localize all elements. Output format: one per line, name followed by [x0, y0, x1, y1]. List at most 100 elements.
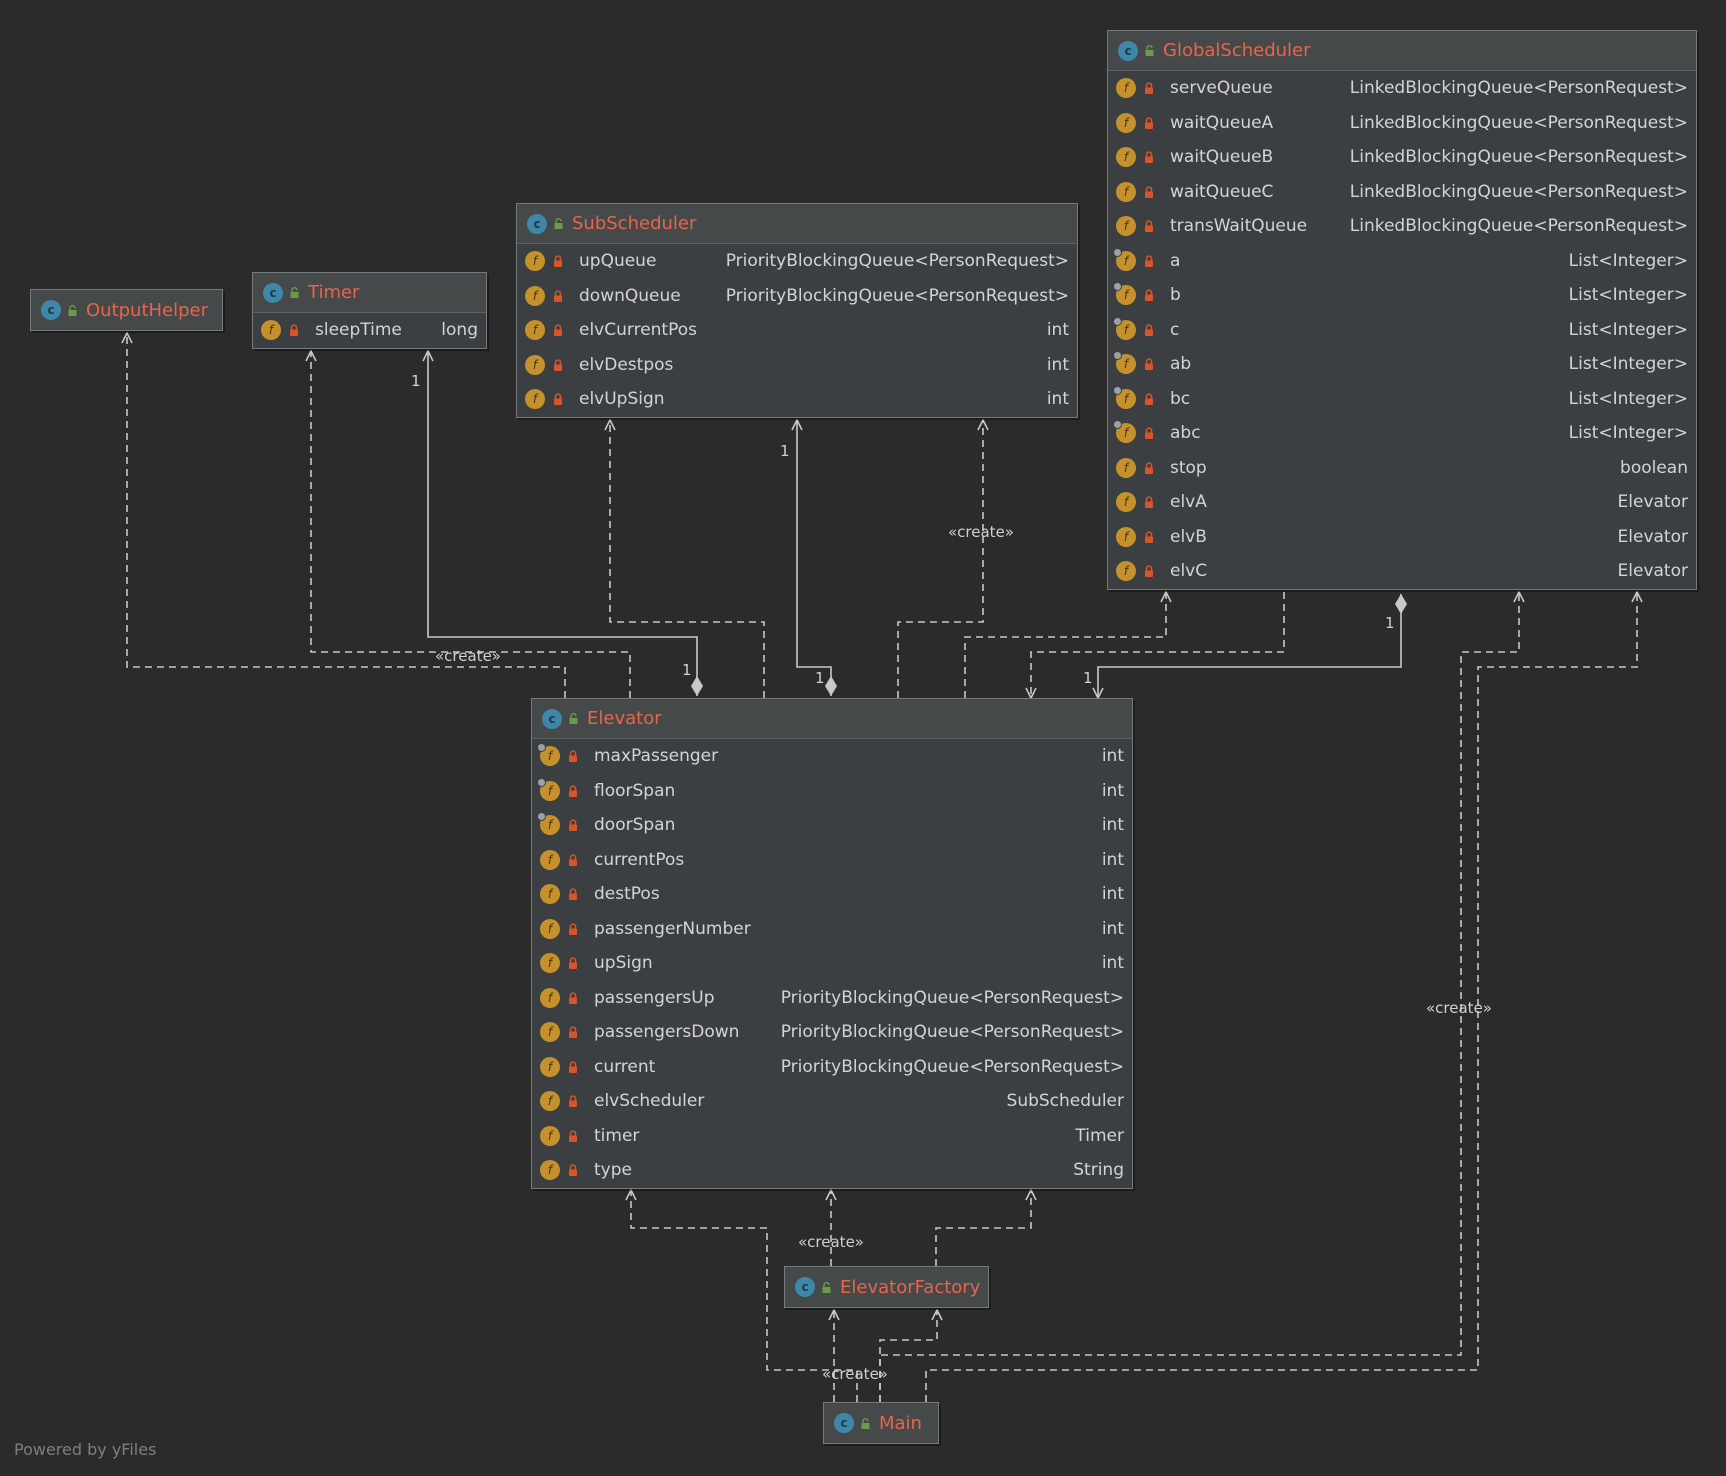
- field-icon-letter: f: [1123, 357, 1129, 372]
- field-type: int: [1046, 389, 1069, 410]
- label-mult-timer: 1: [411, 372, 421, 390]
- class-node-subscheduler[interactable]: c SubScheduler f upQueue PriorityBlockingQue…: [516, 203, 1078, 418]
- private-lock-icon: [1136, 117, 1170, 129]
- field-name: b: [1170, 285, 1181, 306]
- field-icon: f: [1113, 316, 1136, 340]
- field-icon: f: [1116, 492, 1136, 513]
- field-name: elvDestpos: [579, 354, 674, 375]
- field-icon-letter: f: [547, 1094, 553, 1109]
- field-type: LinkedBlockingQueue<PersonRequest>: [1349, 147, 1688, 168]
- field-icon-letter: f: [1123, 288, 1129, 303]
- field-type: List<Integer>: [1568, 285, 1688, 306]
- static-pin-icon: [1113, 420, 1122, 430]
- static-pin-icon: [1113, 385, 1122, 395]
- public-lock-icon: [61, 304, 86, 316]
- field-type: LinkedBlockingQueue<PersonRequest>: [1349, 181, 1688, 202]
- static-pin-icon: [537, 743, 546, 753]
- field-icon: f: [1116, 561, 1136, 582]
- field-icon-letter: f: [532, 357, 538, 372]
- field-name: upQueue: [579, 251, 657, 272]
- public-lock-icon: [854, 1417, 879, 1429]
- class-icon: c: [1118, 40, 1138, 61]
- field-icon-letter: f: [1123, 564, 1129, 579]
- field-icon: f: [540, 987, 560, 1008]
- label-mult-subscheduler: 1: [780, 442, 790, 460]
- class-name: SubScheduler: [572, 213, 697, 234]
- field-icon: f: [1113, 420, 1136, 444]
- private-lock-icon: [545, 393, 579, 406]
- field-icon: f: [1116, 526, 1136, 547]
- field-name: upSign: [594, 953, 653, 974]
- field-icon: f: [525, 251, 545, 272]
- class-icon: c: [527, 213, 547, 234]
- private-lock-icon: [1136, 255, 1170, 267]
- field-type: long: [441, 320, 478, 341]
- private-lock-icon: [1136, 427, 1170, 440]
- label-create-globalscheduler: «create»: [1426, 999, 1492, 1017]
- field-icon-letter: f: [547, 1163, 553, 1178]
- public-lock-icon: [562, 713, 587, 724]
- private-lock-icon: [1136, 393, 1170, 405]
- edge-main-globalscheduler: [925, 592, 1637, 1402]
- field-row[interactable]: f b List<Integer>: [1108, 278, 1696, 313]
- private-lock-icon: [560, 1130, 594, 1142]
- label-mult-subscheduler-elevator: 1: [815, 669, 825, 687]
- field-type: PriorityBlockingQueue<PersonRequest>: [725, 251, 1069, 272]
- field-row[interactable]: f upQueue PriorityBlockingQueue<PersonRequ…: [517, 244, 1077, 279]
- field-type: int: [1046, 354, 1069, 375]
- private-lock-icon: [560, 957, 594, 970]
- field-icon-letter: f: [532, 254, 538, 269]
- field-icon: f: [1116, 181, 1136, 202]
- field-icon: f: [1113, 247, 1136, 271]
- field-name: timer: [594, 1125, 640, 1146]
- field-name: ab: [1170, 354, 1192, 375]
- field-name: currentPos: [594, 849, 685, 870]
- field-type: int: [1101, 918, 1124, 939]
- class-icon: c: [834, 1413, 854, 1433]
- field-icon-letter: f: [1123, 150, 1129, 165]
- private-lock-icon: [560, 750, 594, 763]
- field-row[interactable]: f elvDestpos int: [517, 348, 1077, 383]
- field-name: waitQueueA: [1170, 112, 1274, 133]
- static-pin-icon: [1113, 351, 1122, 361]
- field-list: f upQueue PriorityBlockingQueue<PersonRequ…: [517, 244, 1077, 417]
